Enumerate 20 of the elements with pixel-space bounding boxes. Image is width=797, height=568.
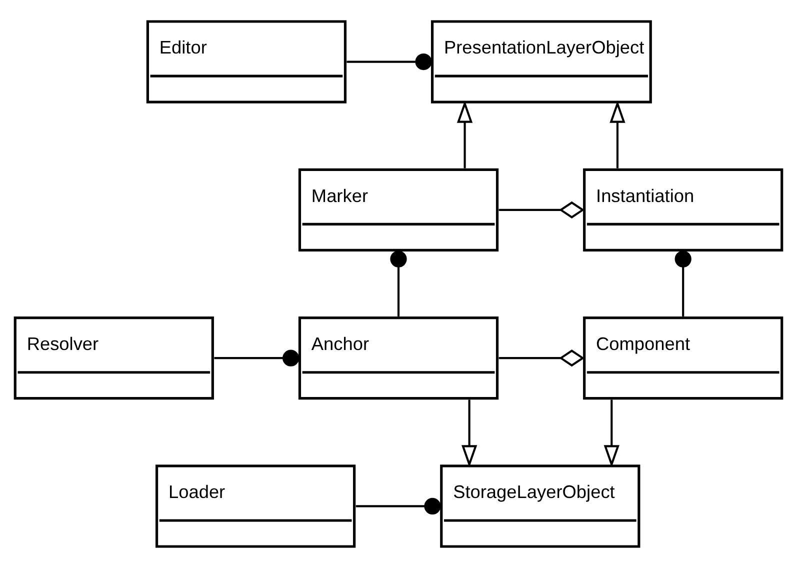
connector	[498, 350, 585, 367]
node-box: Resolver	[14, 316, 214, 400]
node-box: Editor	[146, 20, 347, 104]
connector	[346, 53, 432, 70]
arrow	[461, 400, 478, 468]
connector	[356, 498, 441, 515]
connector	[674, 250, 692, 316]
node-box: StorageLayerObject	[440, 464, 640, 548]
arrow	[610, 100, 626, 168]
node-box: PresentationLayerObject	[430, 20, 652, 104]
connector	[498, 201, 585, 218]
node-box: Marker	[298, 168, 499, 252]
node-box: Instantiation	[583, 168, 784, 252]
arrow	[456, 100, 473, 168]
connector	[390, 250, 407, 316]
connector	[214, 350, 300, 366]
node-box: Anchor	[298, 316, 499, 400]
node-box: Component	[583, 316, 784, 400]
node-box: Loader	[155, 464, 356, 548]
arrow	[604, 400, 620, 468]
